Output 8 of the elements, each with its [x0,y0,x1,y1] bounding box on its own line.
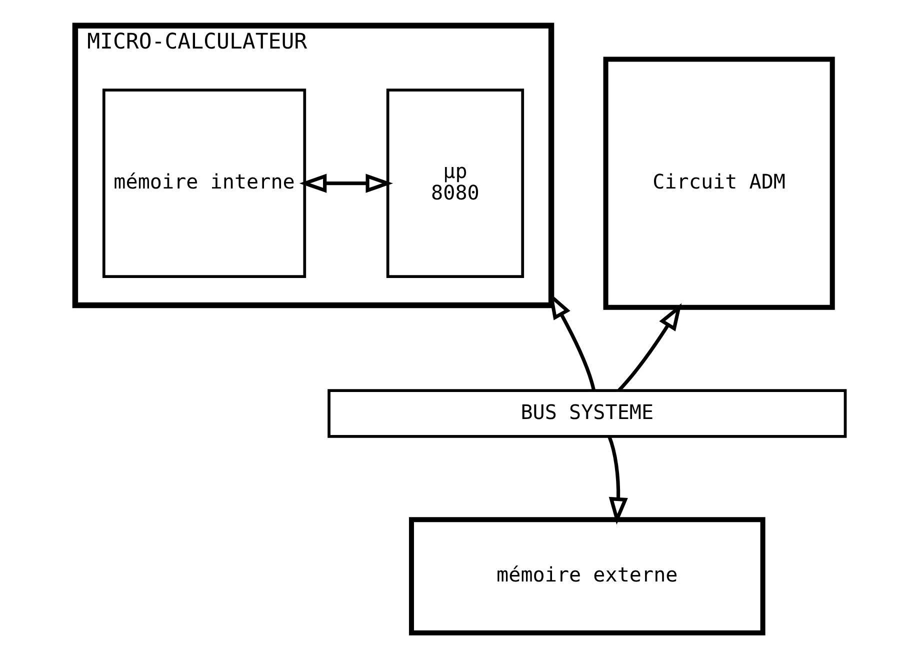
node-box: BUS SYSTEME [328,389,847,438]
node-box: mémoire interne [102,88,306,278]
arrow [299,174,394,193]
arrow [608,436,628,525]
node-box: µp 8080 [386,88,524,278]
node-box: mémoire externe [408,517,766,636]
arrow [618,303,682,392]
node-box: Circuit ADM [603,56,835,310]
